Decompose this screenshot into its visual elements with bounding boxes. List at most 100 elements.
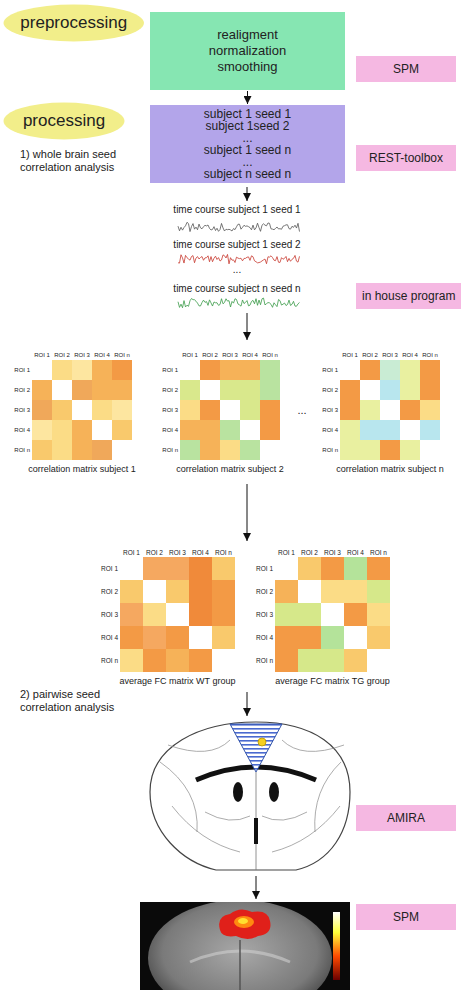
matrix-cell <box>400 420 420 440</box>
node-text: smoothing <box>218 59 278 75</box>
matrix-cell <box>52 440 72 460</box>
matrix-cell <box>380 400 400 420</box>
matrix-cell <box>367 626 390 649</box>
matrix-cell <box>275 603 298 626</box>
roi-label: ROI 2 <box>362 352 378 359</box>
brain-outline <box>150 722 350 870</box>
tool-box: REST-toolbox <box>356 145 456 171</box>
matrix-cell <box>360 420 380 440</box>
ellipsis-label: ... <box>233 264 241 276</box>
activation-core <box>234 916 254 928</box>
node-text: SPM <box>393 910 419 924</box>
roi-label: ROI 1 <box>123 549 140 556</box>
roi-label: ROI 1 <box>162 367 178 374</box>
ventricle <box>233 782 243 802</box>
matrix-cell <box>360 380 380 400</box>
time-course-signal <box>178 298 300 308</box>
roi-label: ROI 3 <box>222 352 238 359</box>
time-course-signal <box>178 222 300 231</box>
roi-label: ROI n <box>114 352 130 359</box>
matrix-grid <box>120 557 235 672</box>
roi-label: ROI n <box>215 549 232 556</box>
roi-label: ROI 4 <box>14 427 30 434</box>
roi-label: ROI 4 <box>242 352 258 359</box>
matrix-cell <box>212 626 235 649</box>
matrix-cell <box>380 380 400 400</box>
tool-box: SPM <box>356 904 456 930</box>
matrix-grid <box>180 360 280 460</box>
roi-label: ROI 4 <box>94 352 110 359</box>
matrix-cell <box>143 603 166 626</box>
matrix-grid <box>32 360 132 460</box>
matrix-cell <box>52 380 72 400</box>
matrix-cell <box>367 603 390 626</box>
matrix-caption: correlation matrix subject 1 <box>28 464 136 474</box>
tool-box: AMIRA <box>356 805 456 831</box>
matrix-cell <box>420 380 440 400</box>
roi-label: ROI 2 <box>14 387 30 394</box>
matrix-cell <box>400 360 420 380</box>
matrix-cell <box>72 380 92 400</box>
matrix-cell <box>180 420 200 440</box>
matrix-cell <box>52 420 72 440</box>
roi-label: ROI 3 <box>256 611 273 618</box>
matrix-cell <box>180 400 200 420</box>
matrix-cell <box>92 360 112 380</box>
matrix-cell <box>143 557 166 580</box>
roi-label: ROI n <box>14 447 30 454</box>
matrix-cell <box>298 557 321 580</box>
roi-label: ROI n <box>262 352 278 359</box>
roi-label: ROI 2 <box>146 549 163 556</box>
tool-box: SPM <box>356 56 456 82</box>
signal-label: time course subject 1 seed 1 <box>173 204 300 216</box>
matrix-cell <box>260 440 280 460</box>
node-text: ... <box>242 156 252 168</box>
matrix-cell <box>380 360 400 380</box>
matrix-cell <box>321 557 344 580</box>
matrix-cell <box>52 400 72 420</box>
matrix-cell <box>220 400 240 420</box>
roi-label: ROI n <box>322 447 338 454</box>
flow-arrow <box>247 313 248 340</box>
process-box: subject 1 seed 1subject 1seed 2...subjec… <box>150 105 345 183</box>
mri-result <box>140 900 350 991</box>
roi-label: ROI 3 <box>324 549 341 556</box>
matrix-cell <box>180 360 200 380</box>
matrix-cell <box>112 400 132 420</box>
node-text: subject 1seed 2 <box>205 120 289 132</box>
node-text: normalization <box>209 43 286 59</box>
tool-box: in house program <box>356 283 461 309</box>
matrix-cell <box>367 580 390 603</box>
roi-label: ROI 3 <box>162 407 178 414</box>
ellipse-shape <box>4 103 125 140</box>
matrix-cell <box>298 626 321 649</box>
roi-label: ROI 2 <box>101 588 118 595</box>
matrix-cell <box>360 360 380 380</box>
matrix-cell <box>212 603 235 626</box>
matrix-cell <box>380 420 400 440</box>
matrix-cell <box>260 360 280 380</box>
roi-label: ROI 3 <box>74 352 90 359</box>
matrix-cell <box>200 360 220 380</box>
matrix-cell <box>275 626 298 649</box>
matrix-cell <box>420 400 440 420</box>
roi-label: ROI 2 <box>54 352 70 359</box>
matrix-cell <box>92 420 112 440</box>
matrix-cell <box>120 603 143 626</box>
node-text: subject 1 seed 1 <box>204 108 291 120</box>
region-line <box>205 812 250 820</box>
roi-label: ROI 4 <box>402 352 418 359</box>
node-text: processing <box>23 111 105 131</box>
matrix-cell <box>240 380 260 400</box>
section-label: 2) pairwise seed correlation analysis <box>20 688 132 713</box>
roi-label: ROI n <box>422 352 438 359</box>
roi-label: ROI 1 <box>342 352 358 359</box>
roi-label: ROI 4 <box>192 549 209 556</box>
matrix-caption: average FC matrix WT group <box>120 676 236 686</box>
matrix-cell <box>212 649 235 672</box>
node-text: ... <box>242 132 252 144</box>
activation-blob <box>219 909 270 939</box>
matrix-cell <box>32 380 52 400</box>
roi-label: ROI 4 <box>347 549 364 556</box>
stage-ellipse: preprocessing <box>3 4 144 42</box>
